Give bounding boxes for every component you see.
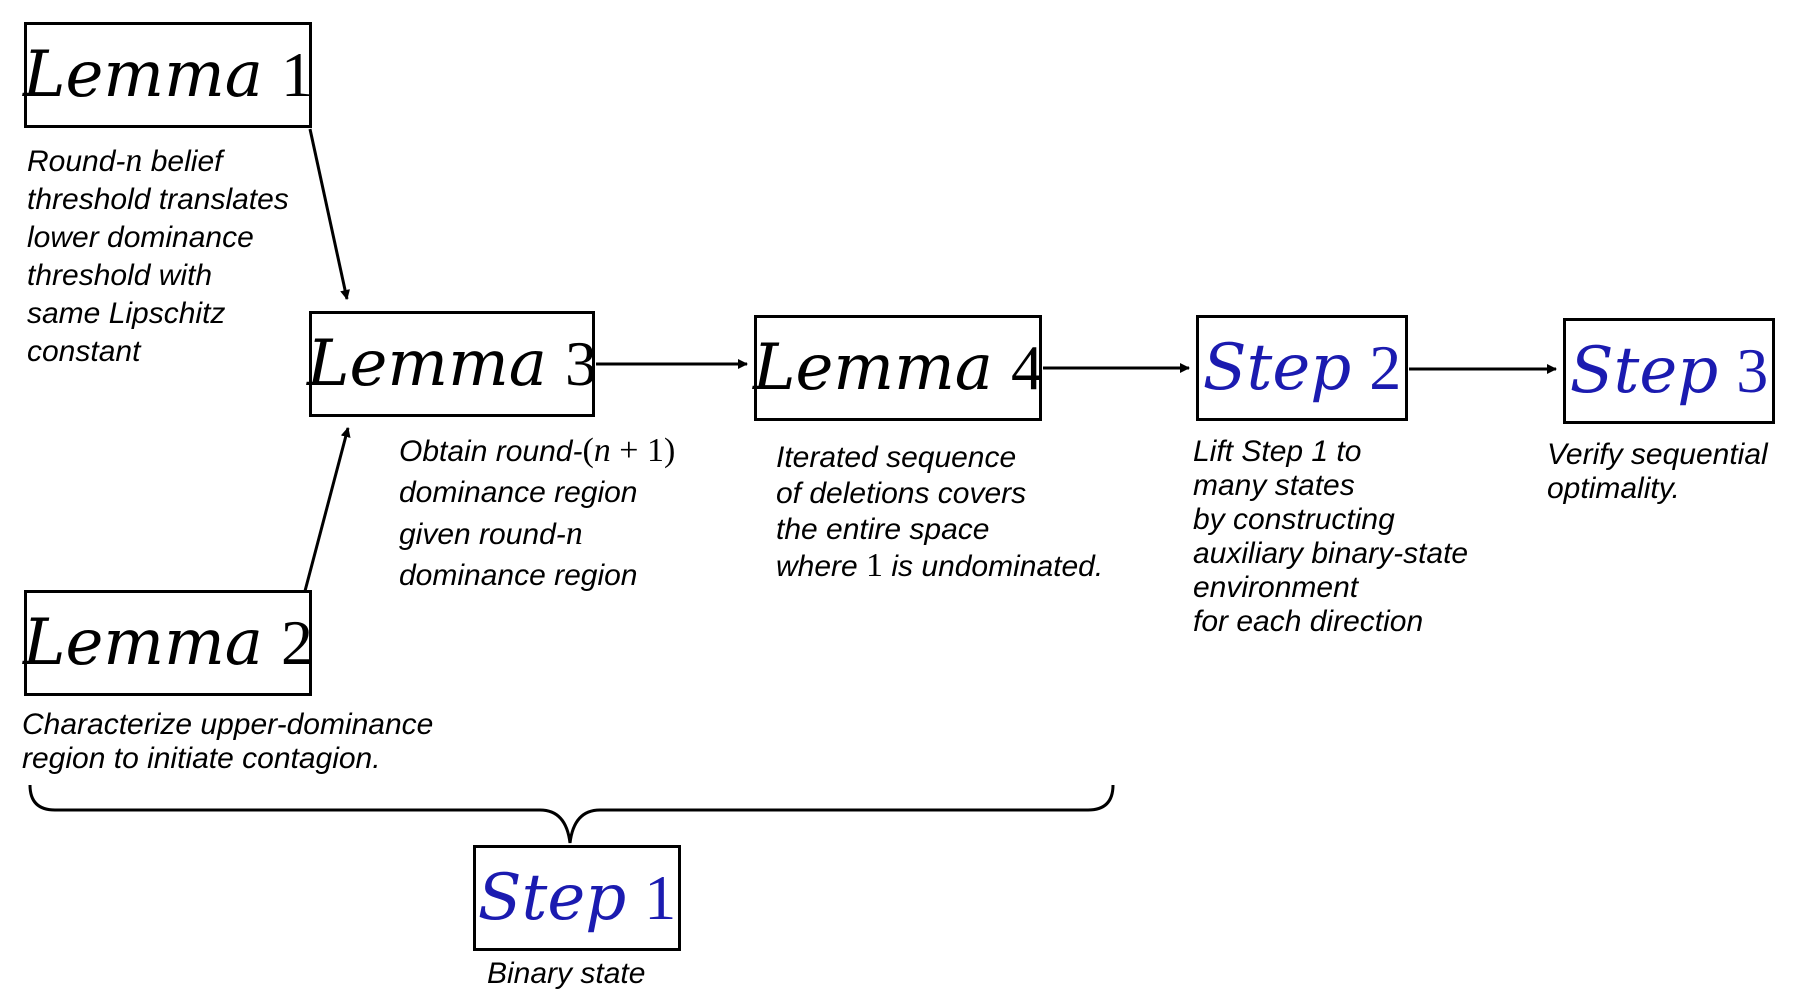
math-expression: + 1) <box>610 432 676 469</box>
description-line: threshold translates <box>27 183 289 216</box>
description-line: where 1 is undominated. <box>776 548 1103 585</box>
math-variable: n <box>125 142 143 179</box>
node-word: Lemma <box>307 327 547 401</box>
description-line: Binary state <box>487 957 646 990</box>
description-line: Round-n belief <box>27 142 289 181</box>
node-word: Step <box>1202 331 1352 405</box>
lemma-1-description: Round-n belief threshold translates lowe… <box>27 142 289 371</box>
description-line: environment <box>1193 571 1359 604</box>
step-1-description: Binary state <box>487 957 645 991</box>
description-line: dominance region <box>399 476 638 509</box>
description-line: by constructing <box>1193 503 1395 536</box>
description-line: optimality. <box>1547 472 1680 505</box>
node-word: Lemma <box>23 606 263 680</box>
description-line: threshold with <box>27 259 213 292</box>
node-number: 3 <box>564 328 597 399</box>
text-fragment: Round- <box>27 145 126 178</box>
text-fragment: where <box>776 550 867 583</box>
step-3-description: Verify sequential optimality. <box>1547 438 1768 506</box>
arrow-lemma2-to-lemma3 <box>303 427 351 592</box>
description-line: Characterize upper-dominance <box>22 708 434 741</box>
arrow-lemma1-to-lemma3 <box>308 128 350 300</box>
description-line: of deletions covers <box>776 477 1027 510</box>
node-word: Lemma <box>753 331 993 405</box>
math-variable: n <box>565 515 583 552</box>
description-line: many states <box>1193 469 1355 502</box>
description-line: dominance region <box>399 559 638 592</box>
node-number: 3 <box>1736 335 1769 406</box>
node-word: Step <box>1569 334 1719 408</box>
curly-brace <box>28 784 1115 844</box>
description-line: given round-n <box>399 513 675 555</box>
description-line: Lift Step 1 to <box>1193 435 1362 468</box>
node-word: Lemma <box>23 38 263 112</box>
math-paren: ( <box>582 432 594 469</box>
step-2-description: Lift Step 1 to many states by constructi… <box>1193 435 1468 639</box>
description-line: same Lipschitz <box>27 297 226 330</box>
node-number: 1 <box>280 39 313 110</box>
node-word: Step <box>477 861 627 935</box>
description-line: Verify sequential <box>1547 438 1768 471</box>
node-number: 4 <box>1010 332 1043 403</box>
node-number: 2 <box>1369 332 1402 403</box>
description-line: constant <box>27 335 141 368</box>
text-fragment: given round- <box>399 518 566 551</box>
node-number: 1 <box>644 862 677 933</box>
description-line: Iterated sequence <box>776 441 1017 474</box>
description-line: for each direction <box>1193 605 1424 638</box>
math-variable: n <box>593 432 611 469</box>
math-number: 1 <box>866 547 884 584</box>
text-fragment: belief <box>142 145 223 178</box>
lemma-2-description: Characterize upper-dominance region to i… <box>22 708 433 776</box>
description-line: the entire space <box>776 513 990 546</box>
description-line: auxiliary binary-state <box>1193 537 1469 570</box>
description-line: lower dominance <box>27 221 254 254</box>
lemma-3-description: Obtain round-(n + 1) dominance region gi… <box>399 430 675 596</box>
lemma-4-description: Iterated sequence of deletions covers th… <box>776 440 1103 585</box>
text-fragment: Obtain round- <box>399 435 583 468</box>
description-line: region to initiate contagion. <box>22 742 381 775</box>
node-number: 2 <box>280 607 313 678</box>
description-line: Obtain round-(n + 1) <box>399 430 675 472</box>
text-fragment: is undominated. <box>883 550 1104 583</box>
